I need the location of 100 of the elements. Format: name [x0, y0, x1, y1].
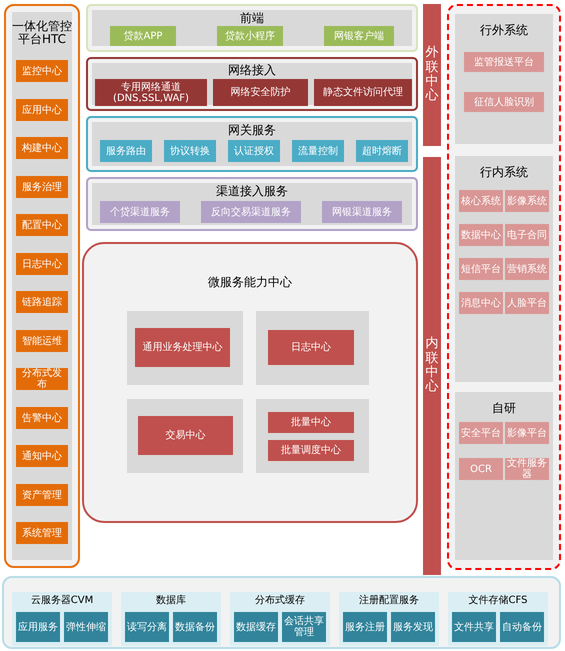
module-box	[110, 26, 176, 46]
module-label: 反向交易渠道服务	[211, 206, 291, 218]
module-box	[228, 140, 280, 162]
system-group-panel	[455, 14, 553, 144]
section-heading: 前端	[239, 12, 265, 25]
module-box	[164, 140, 216, 162]
cloud-service-panel	[339, 592, 439, 646]
module-label: 监管报送平台	[474, 56, 534, 68]
module-box	[213, 79, 308, 106]
module-box	[16, 291, 68, 313]
module-label: 日志中心	[291, 342, 331, 353]
cloud-service-panel	[448, 592, 548, 646]
module-box	[16, 445, 68, 467]
platform-panel	[4, 4, 80, 568]
module-box	[505, 292, 549, 314]
module-box	[505, 422, 549, 444]
center-panel	[82, 242, 418, 523]
cloud-service-panel	[121, 592, 221, 646]
module-box	[173, 612, 217, 642]
module-box	[391, 612, 435, 642]
module-box	[16, 60, 68, 82]
module-box	[16, 253, 68, 275]
module-label: 营销系统	[507, 264, 547, 274]
module-box	[100, 140, 152, 162]
module-box	[459, 422, 503, 444]
section-heading: 渠道接入服务	[215, 185, 289, 198]
module-label: 数据备份	[175, 622, 215, 632]
section-heading: 注册配置服务	[358, 594, 420, 607]
module-label: 系统管理	[22, 528, 62, 538]
system-group-panel	[455, 392, 553, 560]
module-label: 会话共享管理	[284, 616, 324, 638]
module-label: 消息中心	[461, 298, 501, 308]
module-label: 贷款APP	[124, 30, 162, 42]
band-label: 内联中心	[426, 337, 438, 395]
module-label: 服务路由	[106, 146, 146, 156]
module-box	[268, 412, 354, 433]
module-box	[16, 612, 60, 642]
module-label: 网络安全防护	[230, 87, 290, 98]
cloud-panel	[2, 576, 561, 649]
module-label: 批量调度中心	[281, 445, 341, 456]
module-label: 通知中心	[22, 450, 62, 462]
section-heading: 网关服务	[227, 124, 277, 137]
module-box	[356, 140, 408, 162]
section-heading: 云服务器CVM	[30, 594, 94, 607]
section-heading: 网络接入	[227, 64, 277, 77]
module-label: 贷款小程序	[225, 30, 275, 42]
module-box	[16, 484, 68, 506]
module-box	[505, 258, 549, 280]
module-label: 服务注册	[345, 622, 385, 632]
module-label: 征信人脸识别	[474, 96, 534, 108]
layer-panel	[86, 177, 418, 231]
module-label: 弹性伸缩	[66, 622, 106, 632]
module-label: 人脸平台	[507, 298, 547, 308]
module-box	[64, 612, 108, 642]
external-systems-panel	[447, 4, 561, 570]
module-label: 认证授权	[234, 146, 274, 156]
module-label: 智能运维	[22, 336, 62, 346]
module-box	[452, 612, 496, 642]
section-heading: 文件存储CFS	[468, 594, 528, 607]
section-heading: 微服务能力中心	[207, 276, 293, 289]
module-box	[268, 440, 354, 461]
module-label: 安全平台	[461, 428, 501, 438]
module-label: 网银渠道服务	[332, 206, 392, 218]
module-label: 告警中心	[22, 412, 62, 424]
module-box	[234, 612, 278, 642]
section-heading: 数据库	[155, 594, 187, 607]
vertical-band	[423, 4, 441, 146]
section-heading: 行内系统	[479, 166, 529, 179]
module-box	[324, 26, 394, 46]
module-label: 流量控制	[298, 146, 338, 156]
module-box	[217, 26, 283, 46]
layer-panel	[86, 57, 418, 111]
module-label: 超时熔断	[362, 146, 402, 156]
module-box	[16, 137, 68, 159]
module-label: OCR	[470, 464, 492, 474]
module-box	[16, 99, 68, 121]
module-label: 自动备份	[502, 622, 542, 632]
module-box	[16, 522, 68, 544]
module-label: 读写分离	[127, 622, 167, 632]
section-heading: 一体化管控平台HTC	[11, 20, 73, 46]
module-label: 文件服务器	[507, 458, 547, 480]
module-label: 网银客户端	[334, 30, 384, 42]
module-label: 影像系统	[507, 196, 547, 206]
module-box	[100, 201, 180, 223]
module-box	[459, 224, 503, 246]
module-box	[459, 458, 503, 480]
module-box	[16, 368, 68, 390]
module-label: 核心系统	[461, 196, 501, 206]
module-label: 构建中心	[22, 142, 62, 154]
module-box	[135, 328, 230, 367]
vertical-band	[423, 157, 441, 575]
module-box	[322, 201, 402, 223]
module-label: 专用网络通道(DNS,SSL,WAF)	[112, 82, 190, 104]
module-box	[459, 258, 503, 280]
layer-panel	[86, 4, 418, 52]
module-box	[464, 52, 544, 72]
module-label: 通用业务处理中心	[142, 342, 222, 353]
module-box	[201, 201, 301, 223]
module-box	[343, 612, 387, 642]
module-box	[314, 79, 412, 106]
